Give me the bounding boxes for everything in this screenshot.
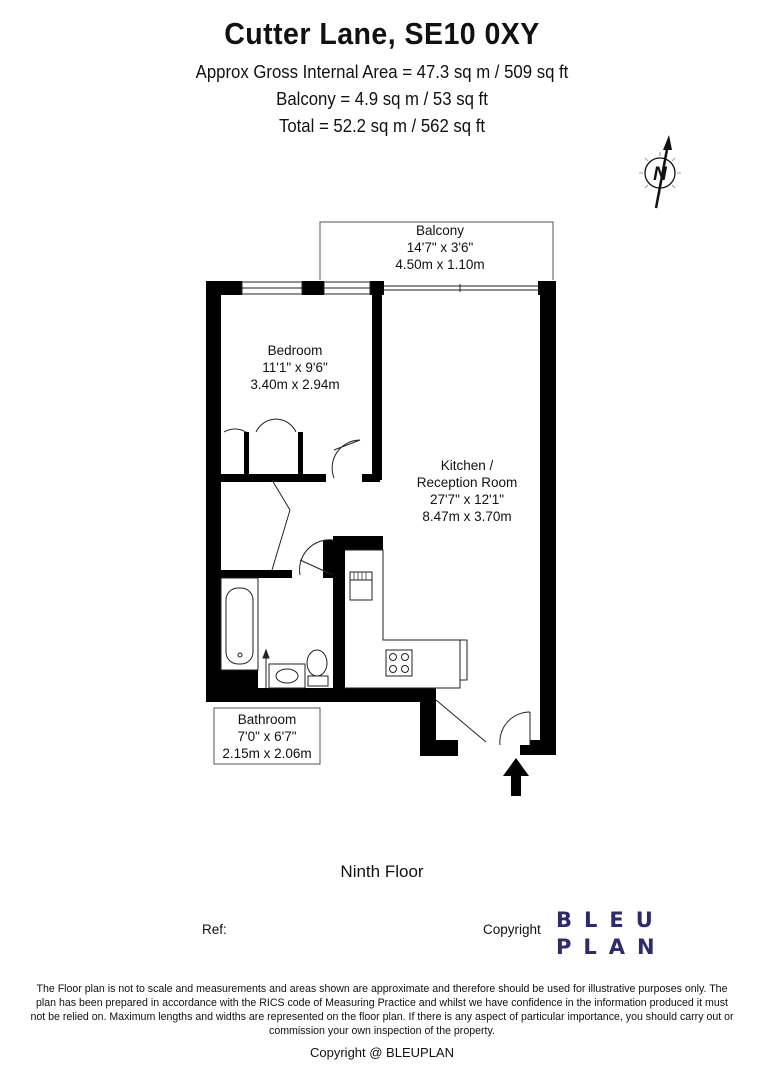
footer-copyright: Copyright @ BLEUPLAN [310,1045,454,1060]
kitchen-counter [345,549,468,689]
disclaimer-text: The Floor plan is not to scale and measu… [30,983,734,1037]
balcony-area-text: Balcony = 4.9 sq m / 53 sq ft [276,89,488,109]
bathroom-label-box [213,707,321,765]
doors [223,418,531,746]
logo-line-1: BLEU [556,908,665,932]
total-area-text: Total = 52.2 sq m / 562 sq ft [278,116,486,136]
logo-line-2: PLAN [556,935,667,959]
property-title: Cutter Lane, SE10 0XY [224,16,540,51]
bedroom-label: Bedroom 11'1" x 9'6" 3.40m x 2.94m [250,343,340,392]
bleuplan-logo: BLEU PLAN [556,908,667,959]
gross-area-text: Approx Gross Internal Area = 47.3 sq m /… [195,62,569,82]
compass-label: N [653,164,668,185]
walls [206,281,556,756]
kitchen-label: Kitchen / Reception Room 27'7" x 12'1" 8… [416,458,518,524]
bathroom-fixtures [220,577,329,689]
windows [241,281,540,295]
copyright-label: Copyright [483,922,541,937]
bathroom-label: Bathroom 7'0" x 6'7" 2.15m x 2.06m [222,712,312,761]
compass-icon: N [639,135,681,209]
balcony-outline [319,221,554,280]
ref-label: Ref: [202,922,227,937]
entrance-arrow-icon [503,758,529,796]
balcony-label: Balcony 14'7" x 3'6" 4.50m x 1.10m [395,223,485,272]
floor-label: Ninth Floor [340,862,424,881]
